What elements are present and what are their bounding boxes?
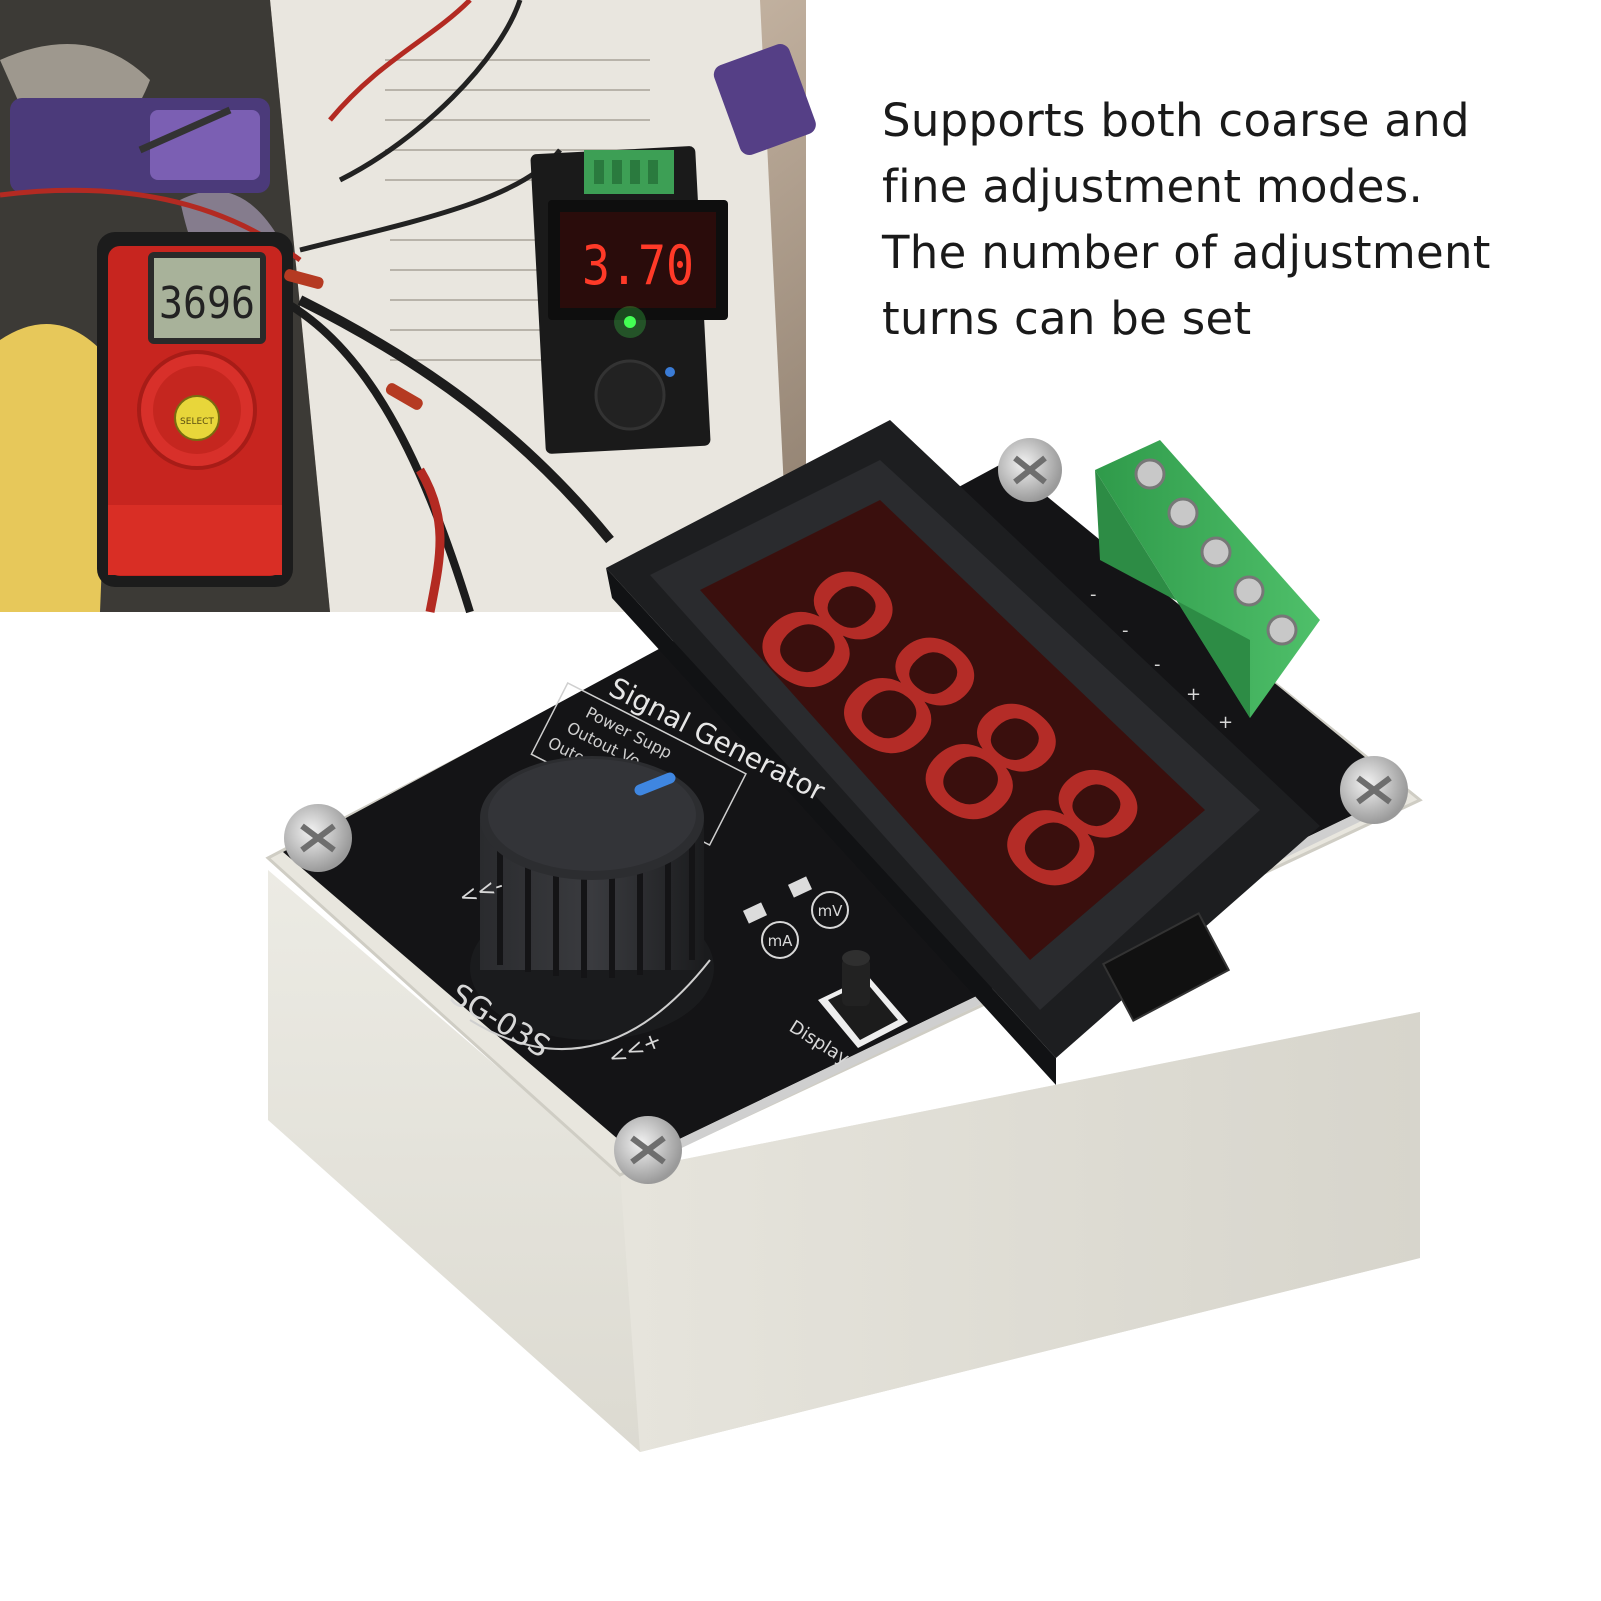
screw-icon bbox=[614, 1116, 682, 1184]
screw-icon bbox=[1340, 756, 1408, 824]
mv-indicator-label: mV bbox=[818, 902, 844, 920]
terminal-mark: + bbox=[1218, 712, 1233, 733]
signal-generator-device: - - - + + 8888 Signal Generator Power Su… bbox=[265, 420, 1423, 1452]
caption-line: The number of adjustment bbox=[882, 226, 1491, 279]
adjustment-knob[interactable] bbox=[470, 756, 714, 1040]
inset-photo: 3696 SELECT 3.70 bbox=[0, 0, 816, 614]
screw-icon bbox=[998, 438, 1062, 502]
knob-indicator-icon bbox=[634, 772, 676, 796]
ma-indicator-label: mA bbox=[768, 932, 794, 950]
mv-indicator: mV bbox=[787, 876, 849, 929]
inset-panel-meter: 3.70 bbox=[530, 146, 728, 454]
terminal-block bbox=[1095, 440, 1320, 718]
display-button[interactable] bbox=[818, 950, 908, 1048]
multimeter-button-label: SELECT bbox=[180, 417, 214, 427]
caption-line: fine adjustment modes. bbox=[882, 160, 1424, 213]
multimeter: 3696 SELECT bbox=[97, 232, 293, 587]
caption-line: turns can be set bbox=[882, 292, 1252, 345]
multimeter-select-button bbox=[174, 395, 220, 441]
terminal-mark: - bbox=[1122, 620, 1129, 641]
ma-indicator: mA bbox=[742, 902, 799, 959]
inset-meter-reading: 3.70 bbox=[582, 234, 694, 297]
multimeter-reading: 3696 bbox=[159, 278, 255, 329]
terminal-mark: - bbox=[1154, 654, 1161, 675]
terminal-mark: - bbox=[1090, 584, 1097, 605]
side-switch bbox=[1101, 912, 1231, 1022]
caption-line: Supports both coarse and bbox=[882, 94, 1470, 147]
screw-icon bbox=[284, 804, 352, 872]
led-display: 8888 bbox=[606, 420, 1320, 1085]
feature-caption: Supports both coarse and fine adjustment… bbox=[882, 88, 1572, 352]
terminal-screw-icon bbox=[1134, 458, 1298, 646]
terminal-mark: + bbox=[1186, 684, 1201, 705]
